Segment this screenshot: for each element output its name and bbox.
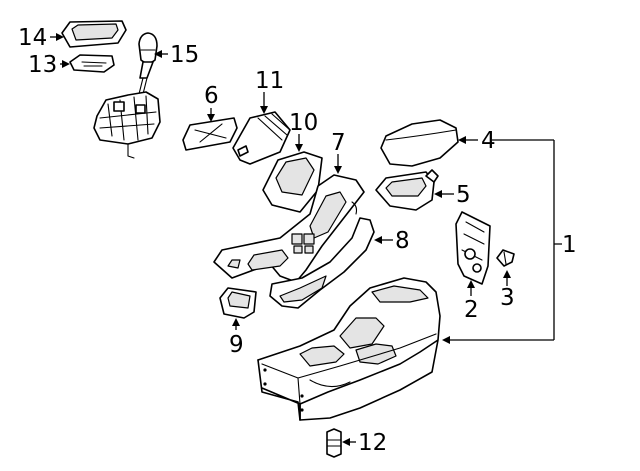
callout-7: 7 (331, 130, 346, 156)
callout-10: 10 (289, 110, 318, 136)
part-7-upper-console-trim[interactable] (213, 174, 365, 283)
leader-lines (50, 33, 562, 446)
part-15-shift-knob[interactable] (132, 32, 158, 119)
part-14-shift-bezel[interactable] (61, 20, 127, 48)
callout-2: 2 (464, 297, 479, 323)
part-4-armrest-lid[interactable] (380, 119, 459, 167)
callout-1: 1 (562, 232, 577, 258)
part-13-indicator-plate[interactable] (69, 54, 115, 73)
part-12-fastener[interactable] (326, 428, 342, 458)
callout-8: 8 (395, 228, 410, 254)
callout-labels: 14 13 15 6 11 10 7 4 5 8 1 2 3 9 12 (18, 25, 577, 456)
callout-14: 14 (18, 25, 47, 51)
part-8-side-trim[interactable] (269, 217, 375, 309)
callout-6: 6 (204, 83, 219, 109)
part-10-storage-box[interactable] (262, 151, 323, 213)
callout-5: 5 (456, 182, 471, 208)
part-9-small-bin[interactable] (219, 287, 257, 319)
callout-9: 9 (229, 332, 244, 358)
callout-11: 11 (255, 68, 284, 94)
part-3-clip[interactable] (496, 249, 515, 267)
callout-3: 3 (500, 285, 515, 311)
shifter-assembly (93, 91, 161, 159)
part-5-storage-tray[interactable] (375, 169, 439, 211)
part-2-side-panel[interactable] (455, 211, 491, 285)
part-11-storage-lid[interactable] (232, 111, 291, 165)
callout-4: 4 (481, 128, 496, 154)
callout-12: 12 (358, 430, 387, 456)
part-6-trim-panel[interactable] (182, 117, 238, 151)
main-console-body (257, 277, 441, 421)
callout-13: 13 (28, 52, 57, 78)
callout-15: 15 (170, 42, 199, 68)
